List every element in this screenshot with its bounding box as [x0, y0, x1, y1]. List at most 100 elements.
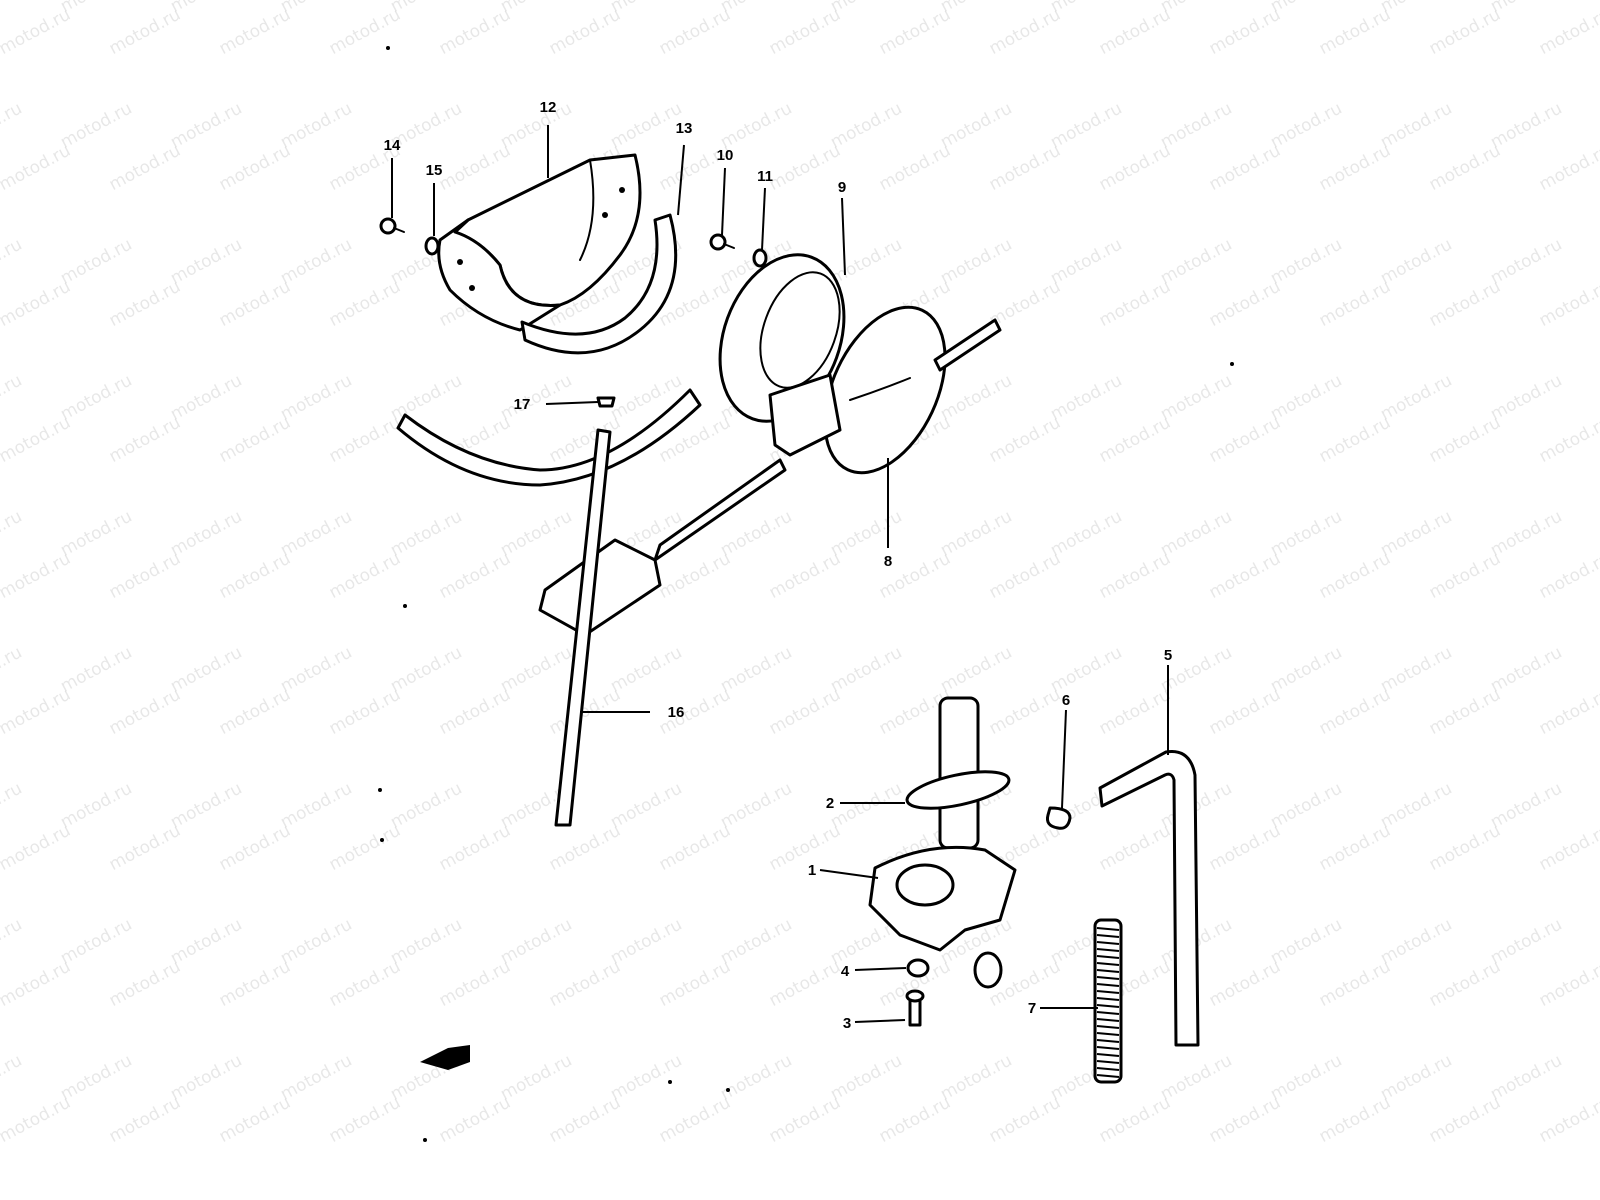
watermark-text: motod.ru [1487, 507, 1565, 561]
watermark-text: motod.ru [0, 99, 26, 153]
watermark-text: motod.ru [1536, 277, 1600, 331]
watermark-text: motod.ru [216, 1093, 294, 1147]
watermark-text: motod.ru [1426, 957, 1504, 1011]
watermark-text: motod.ru [57, 779, 135, 833]
watermark-text: motod.ru [1316, 685, 1394, 739]
watermark-text: motod.ru [1206, 277, 1284, 331]
watermark-text: motod.ru [277, 235, 355, 289]
watermark-text: motod.ru [1206, 141, 1284, 195]
watermark-text: motod.ru [1426, 413, 1504, 467]
watermark-text: motod.ru [766, 821, 844, 875]
callout-7: 7 [1028, 1000, 1036, 1017]
watermark-text: motod.ru [106, 5, 184, 59]
watermark-text: motod.ru [0, 1051, 26, 1105]
filter-rib [1096, 941, 1120, 945]
watermark-text: motod.ru [656, 549, 734, 603]
watermark-text: motod.ru [827, 1051, 905, 1105]
watermark-text: motod.ru [937, 507, 1015, 561]
watermark-text: motod.ru [717, 99, 795, 153]
watermark-text: motod.ru [167, 643, 245, 697]
watermark-text: motod.ru [216, 141, 294, 195]
part-12-heat-shield [437, 153, 642, 332]
filter-ribs [1096, 927, 1120, 1078]
watermark-text: motod.ru [277, 643, 355, 697]
print-specks [378, 46, 1234, 1142]
watermark-text: motod.ru [986, 549, 1064, 603]
watermark-text: motod.ru [1096, 685, 1174, 739]
watermark-text: motod.ru [1377, 99, 1455, 153]
watermark-text: motod.ru [1157, 1051, 1235, 1105]
watermark-text: motod.ru [1047, 643, 1125, 697]
watermark-text: motod.ru [387, 371, 465, 425]
watermark-text: motod.ru [1206, 549, 1284, 603]
watermark-text: motod.ru [717, 507, 795, 561]
watermark-text: motod.ru [1316, 277, 1394, 331]
filter-rib [1096, 962, 1120, 966]
watermark-text: motod.ru [656, 957, 734, 1011]
watermark-text: motod.ru [0, 821, 74, 875]
watermark-text: motod.ru [1316, 141, 1394, 195]
watermark-text: motod.ru [546, 957, 624, 1011]
part-7-fuel-filter [1093, 918, 1123, 1084]
watermark-text: motod.ru [167, 235, 245, 289]
watermark-text: motod.ru [717, 779, 795, 833]
watermark-text: motod.ru [1377, 915, 1455, 969]
watermark-text: motod.ru [1096, 549, 1174, 603]
direction-arrow-icon [420, 1045, 470, 1070]
watermark-text: motod.ru [876, 5, 954, 59]
watermark-text: motod.ru [1096, 277, 1174, 331]
watermark-text: motod.ru [277, 915, 355, 969]
part-13-gasket-strip [520, 213, 678, 355]
watermark-text: motod.ru [1536, 957, 1600, 1011]
watermark-text: motod.ru [1536, 1093, 1600, 1147]
watermark-layer: motod.ru motod.ru motod.ru motod.ru motod.ru… [0, 0, 1600, 1147]
watermark-text: motod.ru [986, 413, 1064, 467]
watermark-text: motod.ru [1206, 413, 1284, 467]
filter-rib [1096, 1039, 1120, 1043]
watermark-text: motod.ru [607, 643, 685, 697]
filter-rib [1096, 1018, 1120, 1022]
watermark-text: motod.ru [497, 915, 575, 969]
watermark-text: motod.ru [937, 643, 1015, 697]
part-2-o-ring [905, 770, 1011, 810]
watermark-text: motod.ru [0, 507, 26, 561]
watermark-text: motod.ru [1047, 235, 1125, 289]
watermark-text: motod.ru [766, 1093, 844, 1147]
watermark-text: motod.ru [326, 5, 404, 59]
watermark-text: motod.ru [326, 957, 404, 1011]
watermark-text: motod.ru [1377, 235, 1455, 289]
part-3-screw [905, 989, 925, 1027]
filter-rib [1096, 997, 1120, 1001]
callout-3: 3 [843, 1015, 851, 1032]
watermark-text: motod.ru [106, 141, 184, 195]
watermark-text: motod.ru [766, 5, 844, 59]
watermark-text: motod.ru [1487, 371, 1565, 425]
watermark-text: motod.ru [57, 235, 135, 289]
filter-rib [1096, 1053, 1120, 1057]
watermark-text: motod.ru [436, 1093, 514, 1147]
watermark-text: motod.ru [216, 413, 294, 467]
watermark-text: motod.ru [1096, 1093, 1174, 1147]
callout-4: 4 [841, 963, 850, 980]
watermark-text: motod.ru [1267, 779, 1345, 833]
watermark-text: motod.ru [497, 371, 575, 425]
watermark-text: motod.ru [387, 779, 465, 833]
watermark-text: motod.ru [497, 99, 575, 153]
watermark-text: motod.ru [1426, 821, 1504, 875]
watermark-text: motod.ru [436, 821, 514, 875]
watermark-text: motod.ru [1316, 957, 1394, 1011]
watermark-text: motod.ru [277, 99, 355, 153]
watermark-text: motod.ru [1536, 685, 1600, 739]
watermark-text: motod.ru [1487, 99, 1565, 153]
callout-8: 8 [884, 553, 892, 570]
watermark-text: motod.ru [326, 685, 404, 739]
callout-14: 14 [384, 137, 401, 154]
watermark-text: motod.ru [326, 821, 404, 875]
filter-rib [1096, 948, 1120, 952]
watermark-text: motod.ru [167, 99, 245, 153]
watermark-text: motod.ru [986, 5, 1064, 59]
watermark-text: motod.ru [57, 99, 135, 153]
watermark-text: motod.ru [1267, 99, 1345, 153]
watermark-text: motod.ru [1487, 1051, 1565, 1105]
callout-11: 11 [757, 168, 773, 185]
